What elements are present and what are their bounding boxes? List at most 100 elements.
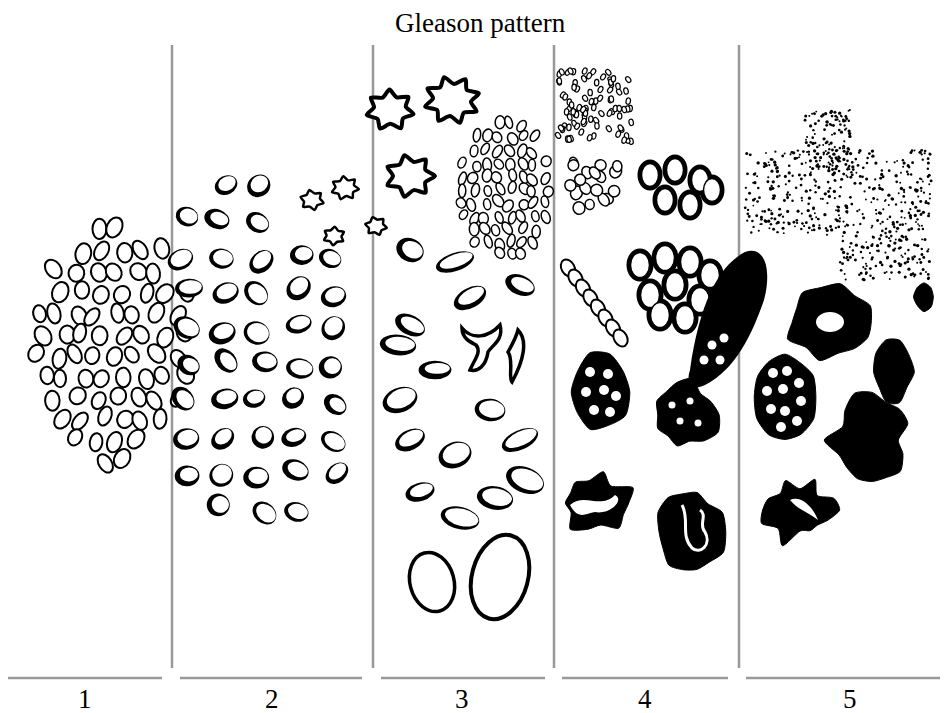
tumor-cell bbox=[842, 119, 845, 122]
tumor-cell bbox=[849, 152, 852, 155]
gland bbox=[203, 490, 233, 519]
tumor-cell bbox=[752, 226, 754, 228]
tumor-cell bbox=[840, 248, 843, 251]
tumor-cell bbox=[839, 261, 841, 263]
tumor-cell bbox=[920, 253, 923, 256]
tumor-cell bbox=[899, 224, 901, 226]
tumor-cell bbox=[764, 220, 767, 223]
tumor-cell bbox=[898, 262, 901, 265]
tumor-cell bbox=[764, 219, 767, 222]
tumor-cell bbox=[866, 246, 869, 249]
tumor-cell bbox=[842, 251, 845, 254]
tumor-cell bbox=[756, 175, 758, 177]
gland bbox=[435, 437, 476, 473]
tumor-cell bbox=[918, 258, 920, 260]
tumor-cell bbox=[795, 186, 798, 189]
tumor-cell bbox=[887, 218, 889, 220]
tumor-cell bbox=[845, 278, 847, 280]
tumor-cell bbox=[802, 223, 804, 225]
tumor-cell bbox=[800, 184, 803, 187]
tumor-cell bbox=[858, 273, 860, 275]
tumor-cell bbox=[767, 208, 770, 211]
tumor-cell bbox=[913, 255, 916, 258]
gland bbox=[914, 283, 934, 312]
gland bbox=[656, 378, 719, 446]
gland bbox=[167, 382, 199, 415]
tumor-cell bbox=[771, 158, 774, 161]
tumor-cell bbox=[846, 160, 849, 163]
column-underlines bbox=[8, 677, 940, 680]
tumor-cell bbox=[776, 170, 779, 173]
gland bbox=[588, 182, 604, 198]
tumor-cell bbox=[827, 190, 830, 193]
tumor-cell bbox=[761, 223, 763, 225]
tumor-cell bbox=[826, 141, 829, 144]
tumor-cell bbox=[928, 260, 931, 263]
gland bbox=[517, 220, 529, 235]
tumor-cell bbox=[840, 115, 842, 117]
lumen bbox=[669, 402, 676, 409]
tumor-cell bbox=[833, 111, 836, 114]
gland bbox=[566, 158, 581, 173]
tumor-cell bbox=[909, 208, 911, 210]
gland bbox=[676, 306, 695, 331]
tumor-cell bbox=[776, 221, 779, 224]
tumor-cell bbox=[830, 110, 833, 113]
tumor-cell bbox=[817, 186, 820, 189]
gland bbox=[554, 132, 561, 140]
tumor-cell bbox=[811, 142, 814, 145]
gland bbox=[610, 327, 630, 349]
tumor-cell bbox=[801, 197, 803, 199]
gland bbox=[110, 303, 126, 324]
tumor-cell bbox=[753, 181, 756, 184]
tumor-cell bbox=[886, 161, 888, 163]
gland bbox=[580, 106, 587, 114]
tumor-cell bbox=[776, 170, 779, 173]
tumor-cell bbox=[909, 216, 912, 219]
tumor-cell bbox=[844, 273, 846, 275]
gland bbox=[472, 128, 481, 143]
tumor-cell bbox=[789, 153, 791, 155]
gland bbox=[566, 136, 572, 143]
tumor-cell bbox=[842, 240, 845, 243]
gland bbox=[320, 390, 351, 420]
gland bbox=[111, 283, 133, 306]
tumor-cell bbox=[813, 149, 816, 152]
gland bbox=[153, 408, 167, 429]
tumor-cell bbox=[746, 172, 749, 175]
tumor-cell bbox=[826, 202, 828, 204]
tumor-cell bbox=[884, 272, 886, 274]
tumor-cell bbox=[871, 243, 873, 245]
lumen bbox=[603, 369, 613, 379]
tumor-cell bbox=[910, 227, 913, 230]
tumor-cell bbox=[891, 198, 894, 201]
lumen bbox=[605, 407, 615, 417]
tumor-cell bbox=[912, 273, 914, 275]
gland-shapes bbox=[25, 67, 933, 626]
tumor-cell bbox=[914, 188, 917, 191]
tumor-cell bbox=[840, 269, 843, 272]
tumor-cell bbox=[844, 225, 846, 227]
tumor-cell bbox=[807, 144, 810, 147]
tumor-cell bbox=[825, 120, 828, 123]
tumor-cell bbox=[847, 176, 849, 178]
tumor-cell bbox=[753, 173, 756, 176]
gland bbox=[469, 145, 478, 158]
tumor-cell bbox=[874, 162, 877, 165]
tumor-cell bbox=[885, 228, 887, 230]
tumor-cell bbox=[880, 242, 882, 244]
tumor-cell bbox=[893, 241, 896, 244]
tumor-cell bbox=[832, 152, 835, 155]
tumor-cell bbox=[842, 235, 844, 237]
tumor-cell bbox=[803, 225, 805, 227]
gland bbox=[207, 423, 239, 454]
tumor-cell bbox=[805, 162, 807, 164]
tumor-cell bbox=[857, 164, 860, 167]
gland bbox=[239, 276, 273, 310]
tumor-cell bbox=[910, 173, 912, 175]
tumor-cell bbox=[828, 143, 830, 145]
tumor-cell bbox=[788, 164, 791, 167]
tumor-cell bbox=[872, 277, 875, 280]
tumor-cell bbox=[819, 159, 821, 161]
